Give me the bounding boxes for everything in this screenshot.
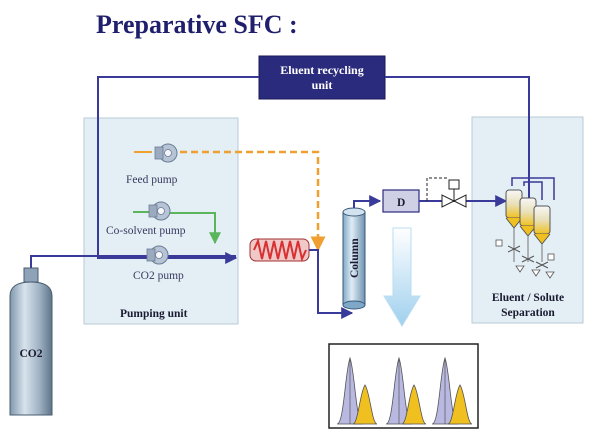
column-label: Column (349, 238, 361, 278)
cosolvent-pump-label: Co-solvent pump (106, 225, 186, 237)
cosolvent-line (170, 212, 221, 245)
recycle-line-right (385, 76, 530, 198)
column-icon (342, 207, 366, 310)
heater-coil-icon (249, 237, 310, 263)
diagram-title: Preparative SFC : (96, 10, 298, 39)
co2-tank-icon (9, 267, 53, 416)
detector-label: D (397, 197, 405, 209)
separation-label-line1: Eluent / Solute (492, 292, 564, 304)
recycling-label-line2: unit (312, 78, 333, 92)
feed-line (180, 150, 326, 252)
heater-to-column-line (309, 249, 354, 319)
recycling-label-line1: Eluent recycling (280, 63, 363, 77)
cosolvent-pump-icon (148, 201, 171, 221)
pumping-unit-label: Pumping unit (120, 308, 188, 320)
separator-vessels-icon (495, 177, 555, 279)
column-to-detector-line (353, 195, 382, 208)
co2-pump-icon (146, 245, 169, 265)
chromatogram-peaks (336, 356, 473, 425)
eluent-recycling-unit (258, 55, 386, 100)
co2-pump-label: CO2 pump (133, 270, 184, 282)
feed-pump-icon (154, 143, 178, 163)
feed-pump-label: Feed pump (126, 174, 178, 186)
co2-tank-label: CO2 (20, 348, 43, 360)
back-pressure-valve-icon (426, 177, 467, 208)
separation-label-line2: Separation (501, 307, 555, 319)
detector-output-arrow (383, 227, 421, 327)
